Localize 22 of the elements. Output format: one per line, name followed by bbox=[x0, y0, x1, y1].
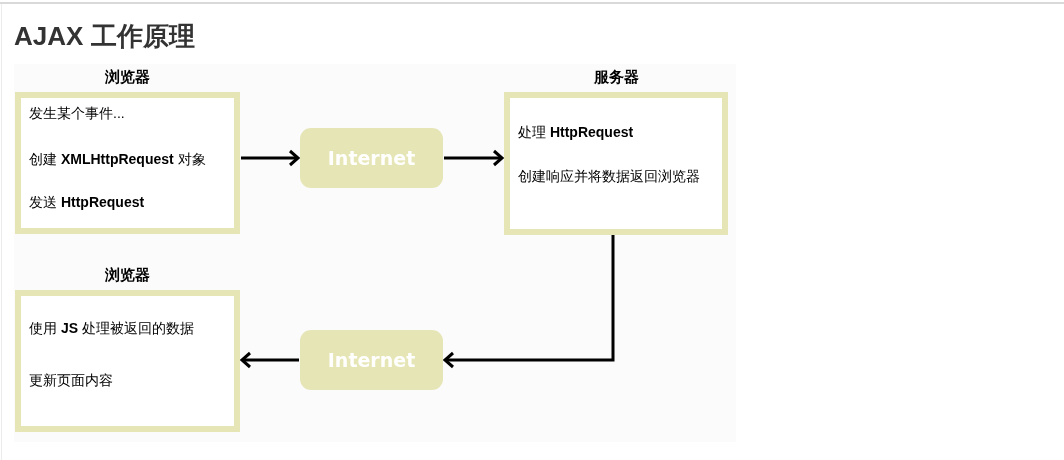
box-heading: 浏览器 bbox=[105, 68, 150, 86]
arrow bbox=[444, 149, 504, 167]
step-text: 处理 HttpRequest bbox=[518, 123, 634, 141]
box-heading: 浏览器 bbox=[105, 266, 150, 284]
step-text: 更新页面内容 bbox=[29, 371, 113, 389]
step-text: 创建响应并将数据返回浏览器 bbox=[518, 167, 700, 185]
rounded-box bbox=[300, 128, 443, 188]
arrow bbox=[240, 351, 299, 369]
page-title: AJAX 工作原理 bbox=[14, 20, 195, 52]
node-label: Internet bbox=[327, 348, 416, 372]
process-box bbox=[15, 266, 240, 432]
process-box bbox=[504, 68, 728, 235]
step-text: 使用 JS 处理被返回的数据 bbox=[29, 319, 194, 337]
arrow bbox=[241, 149, 300, 167]
rounded-box bbox=[300, 330, 443, 390]
step-text: 发生某个事件... bbox=[29, 104, 125, 122]
step-text: 创建 XMLHttpRequest 对象 bbox=[29, 150, 206, 168]
node-label: Internet bbox=[327, 146, 416, 170]
process-box bbox=[15, 68, 240, 234]
arrow bbox=[443, 235, 615, 369]
step-text: 发送 HttpRequest bbox=[29, 193, 145, 211]
box-heading: 服务器 bbox=[593, 68, 639, 86]
